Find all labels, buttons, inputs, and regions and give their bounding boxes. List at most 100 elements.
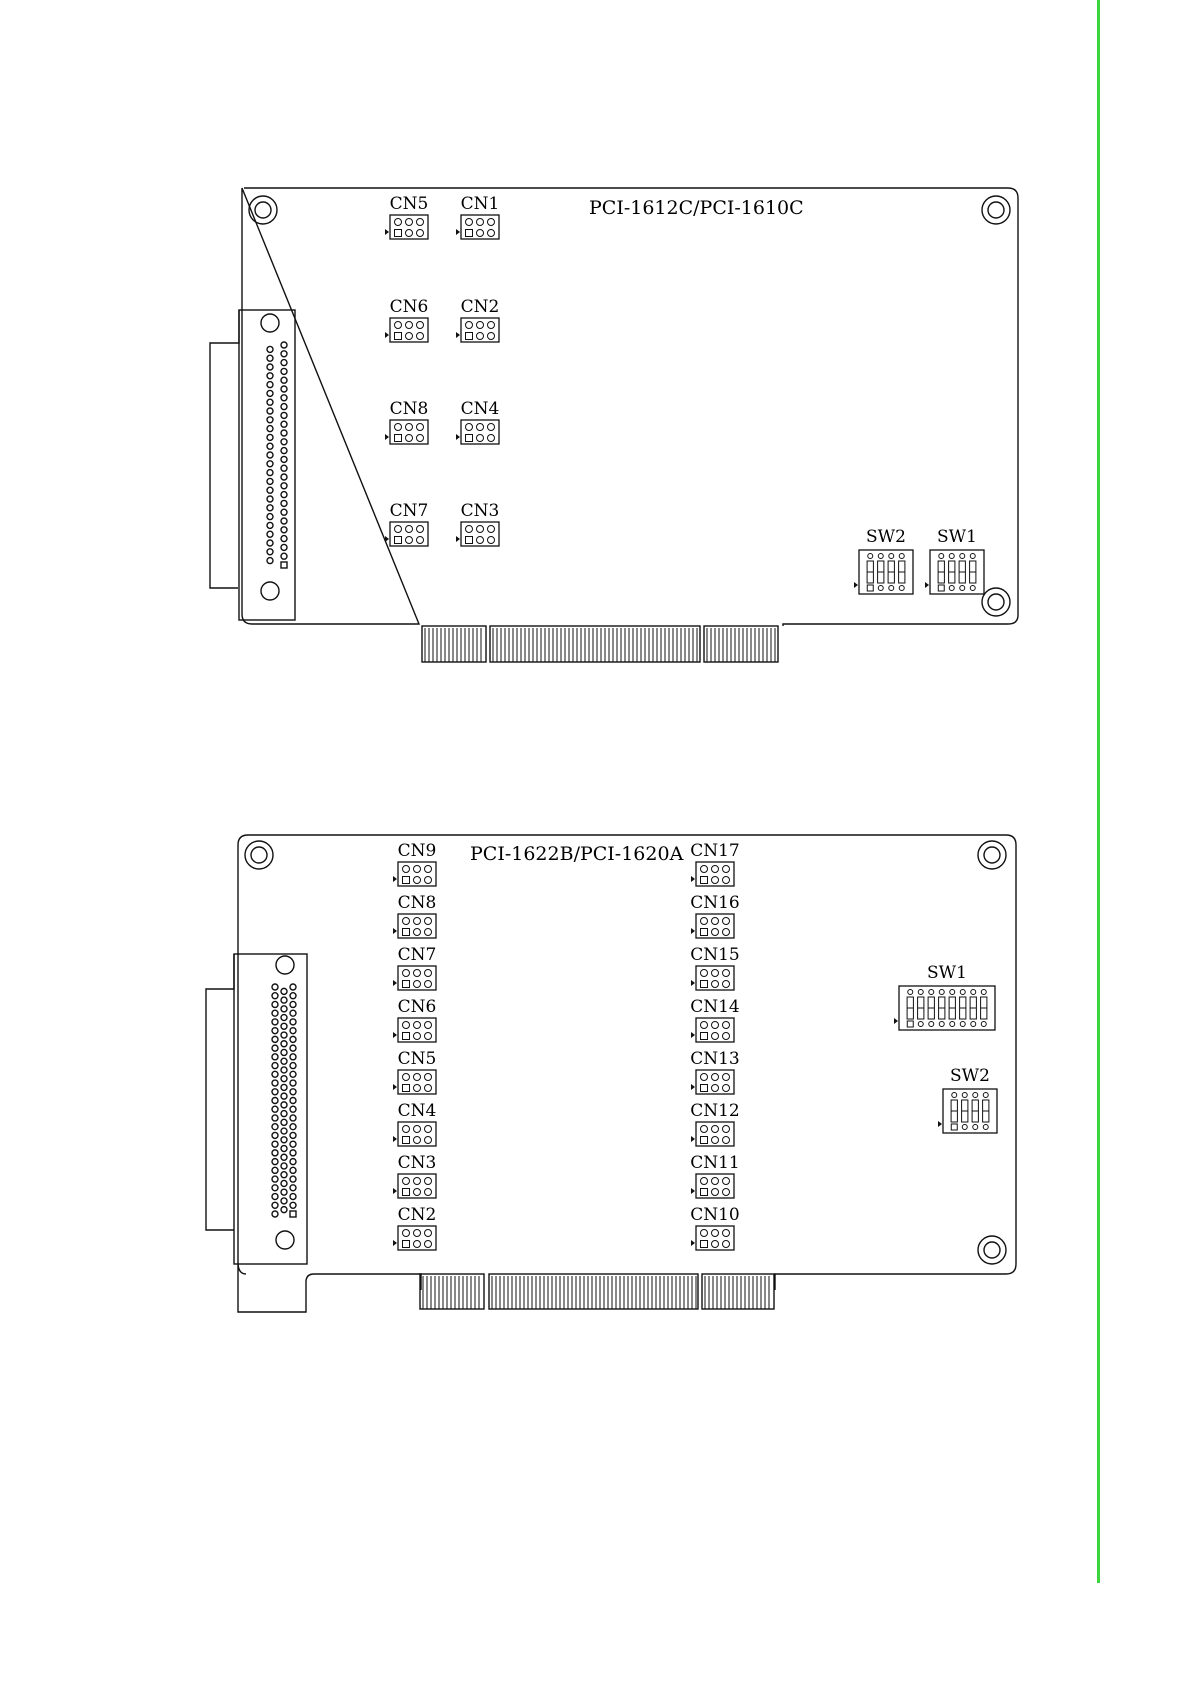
- jumper-cn17: CN17: [690, 841, 740, 886]
- dsub-pin: [281, 1111, 287, 1117]
- dsub-pin: [290, 1132, 296, 1138]
- dsub-pin: [281, 1180, 287, 1186]
- dsub-pin: [272, 1167, 278, 1173]
- dsub-pin: [272, 1202, 278, 1208]
- dsub-screw-hole: [276, 1231, 294, 1249]
- finger-block: [420, 1274, 484, 1309]
- dsub-pin: [267, 346, 273, 352]
- switch-label: SW2: [950, 1066, 990, 1086]
- dsub-pin: [281, 492, 287, 498]
- finger-block: [422, 626, 486, 662]
- board-2-bracket: [206, 954, 234, 1230]
- jumper-cn13: CN13: [690, 1049, 740, 1094]
- jumper-label: CN2: [398, 1205, 437, 1225]
- jumper-label: CN12: [690, 1101, 740, 1121]
- dsub-pin: [290, 1063, 296, 1069]
- dsub-pin: [281, 553, 287, 559]
- jumper-label: CN5: [398, 1049, 437, 1069]
- board-1-title: PCI-1612C/PCI-1610C: [589, 197, 804, 219]
- dsub-pin: [290, 1176, 296, 1182]
- dsub-pin: [281, 412, 287, 418]
- dsub-pin: [290, 1028, 296, 1034]
- jumper-cn2: CN2: [393, 1205, 436, 1250]
- dsub-pin: [281, 1137, 287, 1143]
- dsub-pin: [290, 1001, 296, 1007]
- dsub-pin: [290, 1124, 296, 1130]
- dsub-pin: [267, 496, 273, 502]
- dsub-pin: [281, 448, 287, 454]
- jumper-label: CN10: [690, 1205, 740, 1225]
- jumper-cn5: CN5: [385, 194, 428, 239]
- jumper-cn7: CN7: [393, 945, 436, 990]
- dsub-pin: [272, 1071, 278, 1077]
- dsub-pin: [290, 1194, 296, 1200]
- board-2-edge-fingers: [420, 1274, 774, 1309]
- dsub-pin: [267, 364, 273, 370]
- dip-switch-sw2: SW2: [938, 1066, 997, 1133]
- mounting-hole: [982, 588, 1010, 616]
- jumper-cn11: CN11: [690, 1153, 740, 1198]
- dsub-pin: [267, 443, 273, 449]
- jumper-label: CN7: [390, 501, 429, 521]
- board-1-bracket: [210, 310, 239, 588]
- dsub-pin: [281, 1093, 287, 1099]
- dsub-pin: [281, 1058, 287, 1064]
- dsub-pin: [281, 1128, 287, 1134]
- pin-1: [290, 1211, 296, 1217]
- board-1: [210, 188, 1018, 662]
- jumper-cn7: CN7: [385, 501, 428, 546]
- mounting-hole: [245, 841, 273, 869]
- dsub-pin: [272, 993, 278, 999]
- dsub-pin: [281, 386, 287, 392]
- dsub-pin: [272, 1141, 278, 1147]
- jumper-label: CN7: [398, 945, 437, 965]
- jumper-label: CN14: [690, 997, 740, 1017]
- dip-switch-sw1: SW1: [894, 963, 995, 1030]
- jumper-label: CN4: [398, 1101, 437, 1121]
- dsub-pin: [281, 421, 287, 427]
- dsub-pin: [272, 1010, 278, 1016]
- dsub-pin: [290, 1159, 296, 1165]
- board-2: [206, 835, 1016, 1312]
- dsub-pin: [290, 1098, 296, 1104]
- dsub-pin: [272, 1019, 278, 1025]
- dsub-pin: [281, 500, 287, 506]
- dsub-pin: [281, 430, 287, 436]
- dsub-pin: [272, 1089, 278, 1095]
- switch-label: SW1: [937, 527, 977, 547]
- dsub-pin: [281, 509, 287, 515]
- jumper-cn10: CN10: [690, 1205, 740, 1250]
- dsub-pin: [281, 1119, 287, 1125]
- switch-label: SW2: [866, 527, 906, 547]
- dsub-pin: [267, 487, 273, 493]
- dsub-pin: [290, 1019, 296, 1025]
- dsub-pin: [272, 1001, 278, 1007]
- jumper-label: CN15: [690, 945, 740, 965]
- board-2-outline: [238, 835, 1016, 1312]
- dsub-pin: [290, 1036, 296, 1042]
- dsub-pin: [267, 470, 273, 476]
- dsub-pin: [272, 1211, 278, 1217]
- jumper-label: CN3: [461, 501, 500, 521]
- dsub-pin: [272, 1028, 278, 1034]
- board-2-title: PCI-1622B/PCI-1620A: [470, 843, 684, 865]
- dsub-pin: [290, 1167, 296, 1173]
- switch-label: SW1: [927, 963, 967, 983]
- dsub-pin: [290, 1071, 296, 1077]
- dsub-pins: [272, 956, 296, 1249]
- dsub-screw-hole: [261, 582, 279, 600]
- dsub-pin: [290, 1080, 296, 1086]
- dsub-pin: [281, 1102, 287, 1108]
- jumper-label: CN3: [398, 1153, 437, 1173]
- dsub-pins: [261, 314, 287, 600]
- dsub-pin: [267, 399, 273, 405]
- dsub-screw-hole: [261, 314, 279, 332]
- jumper-cn4: CN4: [456, 399, 499, 444]
- mounting-hole: [249, 196, 277, 224]
- dsub-pin: [281, 518, 287, 524]
- jumper-cn9: CN9: [393, 841, 436, 886]
- dsub-pin: [281, 1084, 287, 1090]
- dsub-pin: [267, 426, 273, 432]
- dsub-pin: [290, 1141, 296, 1147]
